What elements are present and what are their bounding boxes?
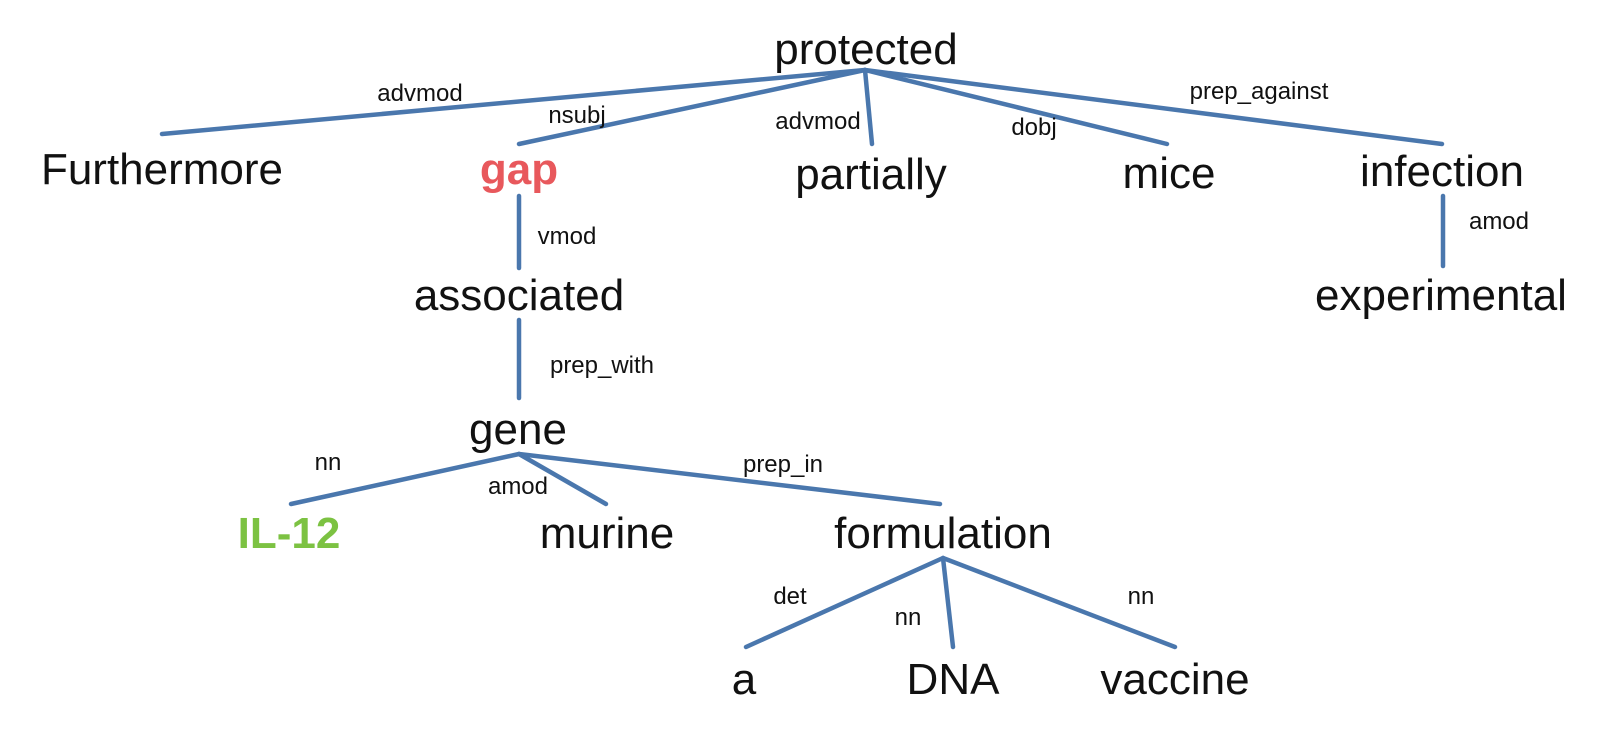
label-amod-murine: amod (488, 473, 548, 500)
label-prep-in: prep_in (743, 451, 823, 478)
edge-protected-mice (862, 67, 1170, 147)
node-infection: infection (1360, 147, 1524, 196)
node-vaccine: vaccine (1100, 655, 1249, 704)
label-prep-against: prep_against (1190, 78, 1329, 105)
label-nn-dna: nn (895, 604, 922, 631)
label-vmod: vmod (538, 223, 597, 250)
edge-gene-il12 (288, 451, 522, 507)
node-protected: protected (774, 25, 957, 74)
node-gene: gene (469, 405, 567, 454)
label-nn-vaccine: nn (1128, 583, 1155, 610)
node-formulation: formulation (834, 509, 1052, 558)
label-nsubj: nsubj (548, 102, 605, 129)
edge-formulation-a (743, 555, 946, 650)
node-il12: IL-12 (238, 509, 341, 558)
edge-formulation-vaccine (940, 555, 1178, 650)
label-dobj: dobj (1011, 114, 1056, 141)
node-murine: murine (540, 509, 675, 558)
edge-gene-formulation (516, 451, 943, 507)
node-associated: associated (414, 271, 624, 320)
edge-gene-murine (516, 451, 609, 507)
node-dna: DNA (907, 655, 1001, 704)
edge-protected-partially (862, 67, 875, 147)
edge-formulation-dna (940, 555, 956, 650)
node-mice: mice (1123, 149, 1216, 198)
node-partially: partially (795, 150, 947, 199)
node-experimental: experimental (1315, 271, 1567, 320)
node-gap: gap (480, 145, 558, 194)
label-prep-with: prep_with (550, 352, 654, 379)
label-amod-experimental: amod (1469, 208, 1529, 235)
label-det: det (773, 583, 807, 610)
edge-protected-infection (862, 67, 1445, 147)
node-a: a (732, 655, 757, 704)
label-nn-il12: nn (315, 449, 342, 476)
node-furthermore: Furthermore (41, 145, 283, 194)
label-advmod-partially: advmod (775, 108, 860, 135)
edge-protected-furthermore (159, 67, 868, 137)
edge-protected-gap (516, 67, 868, 147)
label-advmod-furthermore: advmod (377, 80, 462, 107)
